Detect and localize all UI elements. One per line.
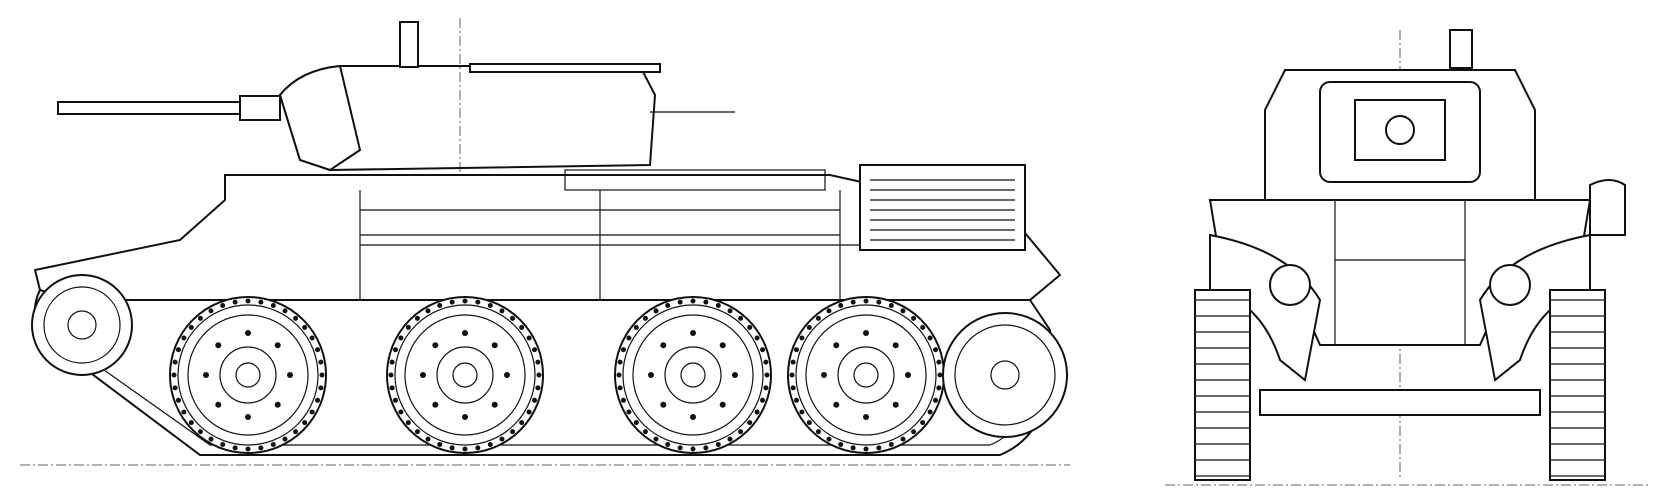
side-view [20, 18, 1070, 466]
road-wheel [169, 296, 327, 454]
turret [278, 18, 735, 190]
road-wheel [787, 296, 945, 454]
idler-wheel [31, 274, 133, 376]
front-turret [1264, 29, 1536, 201]
gun-barrel [57, 95, 281, 121]
road-wheels [169, 296, 945, 454]
road-wheel [614, 296, 772, 454]
front-hull [1208, 179, 1626, 416]
road-wheel [386, 296, 544, 454]
drive-sprocket [942, 312, 1068, 438]
front-tracks [1194, 289, 1606, 481]
stowage-rack [859, 164, 1026, 251]
front-view [1165, 29, 1650, 486]
hull [33, 164, 1062, 301]
